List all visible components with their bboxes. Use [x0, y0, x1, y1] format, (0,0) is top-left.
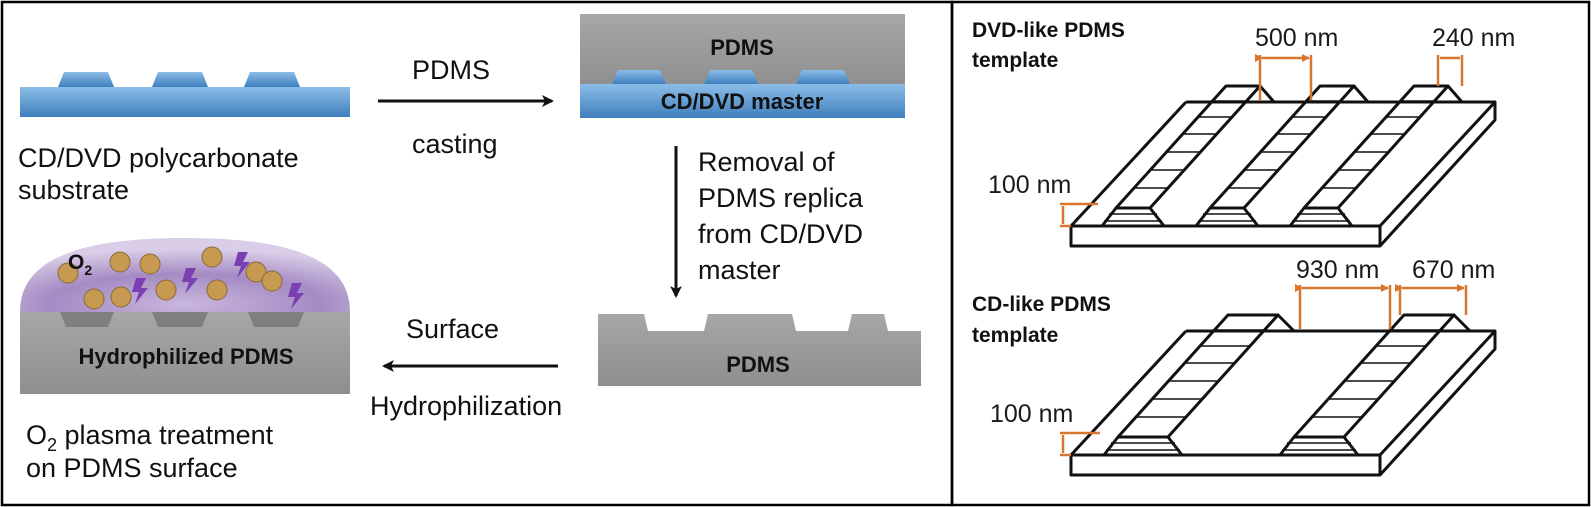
cd-depth-label: 100 nm: [990, 400, 1073, 428]
dvd-dimension-markers: [1060, 54, 1464, 228]
plasma-caption-line1: O2 plasma treatment: [26, 420, 274, 455]
removal-label-line2: PDMS replica: [698, 183, 864, 213]
cd-pitch-label: 930 nm: [1296, 256, 1379, 284]
removal-label-line1: Removal of: [698, 147, 835, 177]
removal-label-line4: master: [698, 255, 781, 285]
casting-label-bottom: casting: [412, 129, 498, 159]
template-panel-frame: [950, 0, 1591, 507]
oxygen-particles: [57, 246, 283, 310]
casting-label-top: PDMS: [412, 55, 490, 85]
dvd-template-drawing: [1069, 84, 1497, 248]
removal-label-line3: from CD/DVD: [698, 219, 863, 249]
cd-template-title-line1: CD-like PDMS: [972, 293, 1111, 316]
cd-template-drawing: [1069, 313, 1497, 477]
dvd-depth-label: 100 nm: [988, 171, 1071, 199]
cd-template-title-line2: template: [972, 324, 1058, 347]
hydrophilized-pdms-label: Hydrophilized PDMS: [78, 344, 293, 369]
hydrophilization-label-top: Surface: [406, 314, 499, 344]
dvd-template-title-line1: DVD-like PDMS: [972, 19, 1125, 42]
dvd-width-label: 240 nm: [1432, 24, 1515, 52]
polycarbonate-substrate: [20, 72, 350, 117]
cd-width-label: 670 nm: [1412, 256, 1495, 284]
hydrophilization-label-bottom: Hydrophilization: [370, 391, 562, 421]
plasma-treated-pdms: [20, 238, 350, 394]
cd-ridge-hatching: [1106, 329, 1440, 451]
pdms-replica: [598, 314, 921, 386]
master-label: CD/DVD master: [661, 89, 824, 114]
substrate-caption-line2: substrate: [18, 175, 129, 205]
dvd-template-title-line2: template: [972, 49, 1058, 72]
plasma-caption-line2: on PDMS surface: [26, 453, 238, 483]
o2-label: O2: [68, 251, 92, 278]
cd-dimension-markers: [1060, 284, 1468, 457]
cast-pdms-label: PDMS: [710, 35, 774, 60]
dvd-pitch-label: 500 nm: [1255, 24, 1338, 52]
substrate-caption-line1: CD/DVD polycarbonate: [18, 143, 299, 173]
cast-pdms-on-master: [580, 14, 905, 118]
dvd-ridge-hatching: [1104, 100, 1434, 222]
plasma-lightning-icons: [132, 252, 304, 309]
replica-label: PDMS: [726, 352, 790, 377]
